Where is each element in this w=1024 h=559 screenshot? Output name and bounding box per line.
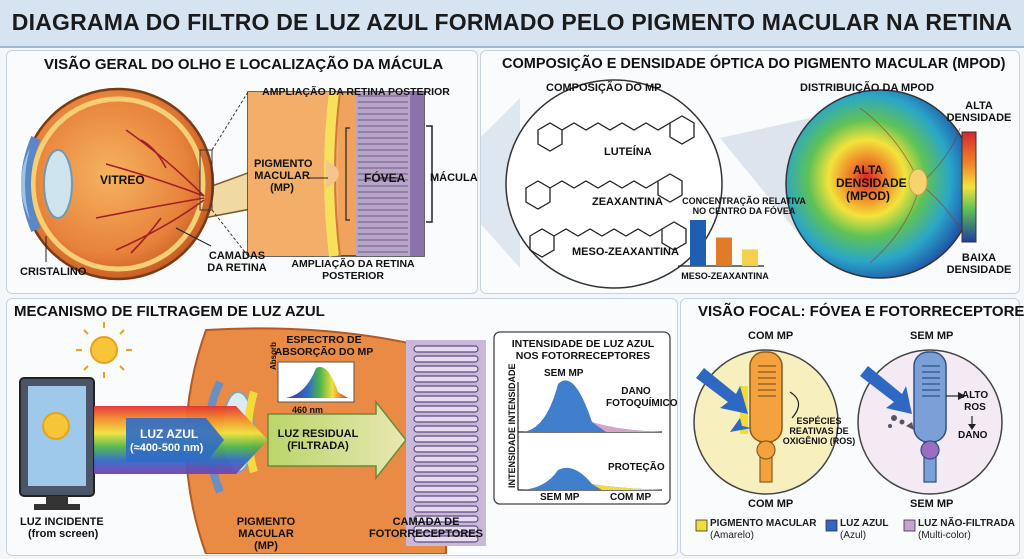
photoreceptor bbox=[413, 535, 479, 543]
dist-title: DISTRIBUIÇÃO DA MPOD bbox=[800, 82, 935, 94]
label-camadas-retina: CAMADAS DA RETINA bbox=[207, 250, 267, 274]
label-especies: ESPÉCIES REATIVAS DE OXIGÊNIO (ROS) bbox=[782, 416, 856, 446]
scale-low: BAIXA DENSIDADE bbox=[946, 252, 1012, 276]
bar-0 bbox=[690, 220, 706, 266]
label-zeaxantina: ZEAXANTINA bbox=[592, 196, 663, 208]
label-residual: LUZ RESIDUAL (FILTRADA) bbox=[277, 428, 359, 452]
spectrum-460nm: 460 nm bbox=[292, 405, 324, 415]
label-luz-range: (≈400-500 nm) bbox=[130, 442, 204, 454]
legend-item-nao-filtrada: LUZ NÃO-FILTRADA (Multi-color) bbox=[918, 518, 1015, 542]
comp-title: COMPOSIÇÃO DO MP bbox=[546, 82, 662, 94]
photoreceptor bbox=[413, 375, 479, 383]
legend-item-pigmento: PIGMENTO MACULAR (Amarelo) bbox=[710, 518, 816, 542]
photoreceptor bbox=[413, 385, 479, 393]
focal-com-mp-bottom: COM MP bbox=[748, 498, 794, 510]
legend-sub-luz-azul: (Azul) bbox=[840, 530, 867, 541]
label-cristalino: CRISTALINO bbox=[20, 266, 87, 278]
photoreceptor bbox=[413, 365, 479, 373]
label-ampliacao-bottom: AMPLIAÇÃO DA RETINA POSTERIOR bbox=[291, 258, 415, 282]
photoreceptor bbox=[413, 435, 479, 443]
label-from-screen: (from screen) bbox=[28, 528, 99, 540]
photoreceptor bbox=[413, 495, 479, 503]
intensity-y-label: INTENSIDADE INTENSIDADE bbox=[507, 363, 517, 488]
label-camada: CAMADA DE FOTORRECEPTORES bbox=[369, 516, 483, 540]
label-protecao: PROTEÇÃO bbox=[608, 462, 665, 473]
label-sem-mp-curve: SEM MP bbox=[544, 368, 584, 379]
scale-high: ALTA DENSIDADE bbox=[946, 100, 1012, 124]
focal-sem-mp-top: SEM MP bbox=[910, 330, 954, 342]
focal-com-mp-top: COM MP bbox=[748, 330, 794, 342]
label-ampliacao-top: AMPLIAÇÃO DA RETINA POSTERIOR bbox=[262, 86, 450, 98]
photoreceptor bbox=[413, 355, 479, 363]
label-sem-mp-axis: SEM MP bbox=[540, 492, 580, 503]
label-luz-azul: LUZ AZUL bbox=[140, 427, 199, 441]
mechanism-illustration bbox=[19, 322, 671, 554]
label-pigmento-mech: PIGMENTO MACULAR (MP) bbox=[236, 516, 296, 552]
label-luteina: LUTEÍNA bbox=[604, 146, 652, 158]
legend-label-nao-filtrada: LUZ NÃO-FILTRADA bbox=[918, 518, 1016, 529]
intensity-title: INTENSIDADE DE LUZ AZUL NOS FOTORRECEPTO… bbox=[511, 338, 655, 362]
mech-panel-heading: MECANISMO DE FILTRAGEM DE LUZ AZUL bbox=[14, 303, 325, 320]
legend-item-luz-azul: LUZ AZUL (Azul) bbox=[840, 518, 889, 542]
photoreceptor bbox=[413, 475, 479, 483]
label-concentracao: CONCENTRAÇÃO RELATIVA NO CENTRO DA FÓVEA bbox=[682, 196, 806, 216]
legend-sub-pigmento: (Amarelo) bbox=[710, 530, 754, 541]
eye-illustration bbox=[21, 87, 433, 281]
photoreceptor bbox=[413, 485, 479, 493]
label-fovea: FÓVEA bbox=[364, 171, 406, 185]
photoreceptor bbox=[413, 455, 479, 463]
label-alto-ros: ALTO ROS bbox=[961, 390, 989, 413]
photoreceptor bbox=[413, 395, 479, 403]
label-com-mp-axis: COM MP bbox=[610, 492, 652, 503]
photoreceptor bbox=[413, 445, 479, 453]
photoreceptor bbox=[413, 465, 479, 473]
label-meso-zeaxantina: MESO-ZEAXANTINA bbox=[572, 246, 679, 258]
label-dano-focal: DANO bbox=[958, 430, 988, 441]
focal-sem-mp-bottom: SEM MP bbox=[910, 498, 954, 510]
photoreceptor bbox=[413, 515, 479, 523]
bar-2 bbox=[742, 249, 758, 266]
photoreceptor bbox=[413, 405, 479, 413]
label-macula: MÁCULA bbox=[430, 172, 478, 184]
eye-panel-heading: VISÃO GERAL DO OLHO E LOCALIZAÇÃO DA MÁC… bbox=[44, 56, 444, 73]
legend-label-pigmento: PIGMENTO MACULAR bbox=[710, 518, 817, 529]
focal-illustration bbox=[693, 349, 1003, 532]
label-dano: DANO FOTOQUÍMICO bbox=[606, 386, 678, 409]
photoreceptor bbox=[413, 505, 479, 513]
photoreceptor bbox=[413, 525, 479, 533]
spectrum-title: ESPECTRO DE ABSORÇÃO DO MP bbox=[274, 334, 374, 358]
photoreceptor bbox=[413, 425, 479, 433]
photoreceptor bbox=[413, 345, 479, 353]
legend-sub-nao-filtrada: (Multi-color) bbox=[918, 530, 971, 541]
bar-axis-label: MESO-ZEAXANTINA bbox=[681, 271, 769, 281]
mp-panel-heading: COMPOSIÇÃO E DENSIDADE ÓPTICA DO PIGMENT… bbox=[502, 56, 1006, 72]
label-luz-incidente: LUZ INCIDENTE bbox=[20, 516, 104, 528]
legend-label-luz-azul: LUZ AZUL bbox=[840, 518, 889, 529]
focal-panel-heading: VISÃO FOCAL: FÓVEA E FOTORRECEPTORES bbox=[698, 303, 1024, 320]
bar-1 bbox=[716, 237, 732, 266]
label-pigmento-macular: PIGMENTO MACULAR (MP) bbox=[254, 158, 313, 194]
page-title: DIAGRAMA DO FILTRO DE LUZ AZUL FORMADO P… bbox=[11, 9, 1013, 35]
mpod-center-label: ALTA DENSIDADE (MPOD) bbox=[836, 163, 907, 203]
spectrum-absorb: Absorb bbox=[269, 342, 278, 370]
photoreceptor bbox=[413, 415, 479, 423]
label-vitreo: VITREO bbox=[100, 173, 145, 187]
title-bar bbox=[0, 0, 1024, 48]
mp-composition-illustration bbox=[480, 79, 977, 289]
